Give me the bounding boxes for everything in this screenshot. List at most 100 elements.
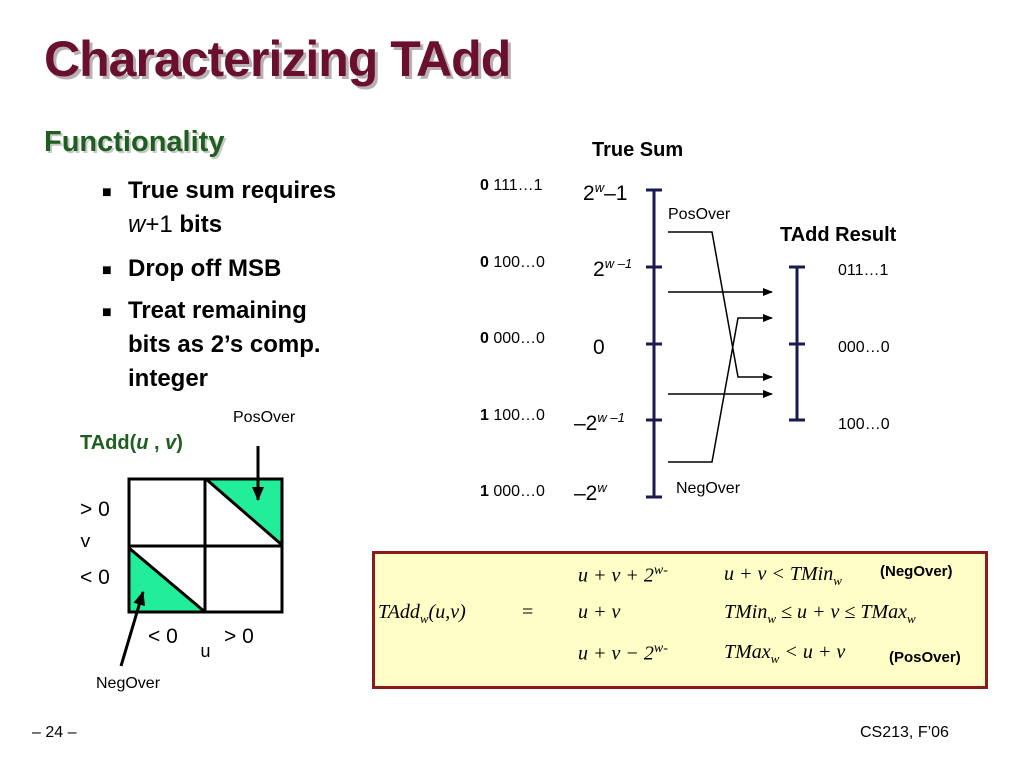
lhs-name: TAdd [378,601,420,623]
binary-msb: 1 [480,483,489,500]
case2-expr: u + v [578,601,621,623]
tick-base: –2 [574,412,598,435]
bullet-3: Treat remaining bits as 2’s comp. intege… [128,294,321,396]
negover-tag: (NegOver) [880,563,953,580]
binary-rest: 000…0 [493,483,545,500]
bullet-1: True sum requires w+1 bits [128,174,336,242]
lhs-sub: w [419,611,429,626]
case3-cond: TMaxw < u + v [724,641,845,667]
grid-negover-label: NegOver [96,675,161,692]
case3-cond-text: TMax [724,641,771,663]
v-axis-label: v [80,533,91,553]
v-negative-label: < 0 [80,566,110,589]
fn-sep: , [148,432,166,454]
fn-name: TAdd( [80,432,137,454]
tadd-grid [119,446,284,667]
grid-diagonal [205,477,283,547]
bullet-3-line3: integer [128,365,209,392]
case2-cond: TMinw ≤ u + v ≤ TMaxw [724,601,916,627]
mapping-arrows [668,231,773,463]
section-heading: Functionality [44,126,225,158]
case2-cond-b-sub: w [907,611,916,626]
formula-box [372,551,988,689]
binary-rest: 000…0 [493,330,545,347]
posover-label: PosOver [668,206,731,223]
case3-cond-rest: < u + v [779,641,846,663]
bullet-marker: ■ [102,262,112,279]
case2-cond-a: TMin [724,601,768,623]
tick-value: –2w [574,480,607,506]
lhs-args: (u,v) [428,601,466,623]
case2-cond-a-sub: w [767,611,777,626]
binary-label: 0 111…1 [480,177,543,195]
v-positive-label: > 0 [80,498,110,521]
tick-base: 2 [583,182,595,205]
tick-exp: w [594,180,605,195]
slide-title: Characterizing TAdd [44,31,511,87]
case3-cond-sub: w [770,651,780,666]
binary-msb: 0 [480,254,489,271]
bullet-1-plus: +1 [145,211,173,238]
u-positive-label: > 0 [224,625,254,648]
binary-msb: 0 [480,330,489,347]
true-sum-axis [646,188,662,499]
u-negative-label: < 0 [148,625,178,648]
posover-tag: (PosOver) [889,649,961,666]
case1-cond-sub: w [833,573,842,588]
tick-exp: w –1 [597,410,625,425]
tick-value: 2w–1 [583,180,627,206]
negover-label: NegOver [676,480,741,497]
fn-arg-u: u [136,432,149,454]
tick-base: 0 [593,336,605,359]
case1-expr: u + v + 2w- [578,563,668,588]
case1-cond-text: u + v < TMin [724,563,834,585]
binary-label: 1 000…0 [480,483,545,501]
u-axis-label: u [200,643,211,663]
tadd-function-label: TAdd(u , v) [80,432,183,455]
fn-close: ) [176,432,183,454]
case1-expr-text: u + v + 2 [578,564,654,587]
case1-exp: w- [653,563,668,578]
binary-label: 1 100…0 [480,407,545,425]
binary-rest: 111…1 [493,177,543,194]
bullet-marker: ■ [102,184,112,201]
result-axis [789,265,805,422]
grid-posover-label: PosOver [233,409,296,426]
case3-expr-text: u + v − 2 [578,642,654,665]
tick-value: 0 [593,336,605,360]
page-number: – 24 – [32,724,77,741]
result-binary: 000…0 [838,339,890,356]
case1-cond: u + v < TMinw [724,563,842,589]
grid-diagonal [128,546,206,614]
formula-equals: = [522,601,534,623]
binary-rest: 100…0 [493,254,545,271]
result-binary: 011…1 [838,262,889,279]
case3-expr: u + v − 2w- [578,641,668,666]
binary-label: 0 100…0 [480,254,545,272]
tick-base: 2 [593,258,605,281]
tick-value: –2w –1 [574,410,625,436]
case3-exp: w- [653,641,668,656]
tadd-result-title: TAdd Result [780,224,897,246]
case2-cond-b: ≤ u + v ≤ TMax [776,601,908,623]
tick-exp: w –1 [604,256,633,271]
fn-arg-v: v [165,432,177,454]
binary-label: 0 000…0 [480,330,545,348]
course-label: CS213, F’06 [860,724,949,741]
tick-base: –2 [574,482,598,505]
result-binary: 100…0 [838,416,890,433]
binary-msb: 0 [480,177,489,194]
binary-msb: 1 [480,407,489,424]
tick-exp: w [597,480,607,495]
negover-pointer [119,591,146,667]
bullet-marker: ■ [102,304,112,321]
negover-arrow [668,314,773,463]
formula-lhs: TAddw(u,v) [378,601,466,627]
bullet-1-line1: True sum requires [128,177,337,204]
bullet-3-line1: Treat remaining [128,297,307,324]
bullet-1-tail: bits [172,211,223,238]
true-sum-title: True Sum [592,139,684,161]
bullet-1-line2: w+1 bits [128,208,336,242]
tick-suffix: –1 [604,182,628,205]
posover-arrow [668,231,773,381]
